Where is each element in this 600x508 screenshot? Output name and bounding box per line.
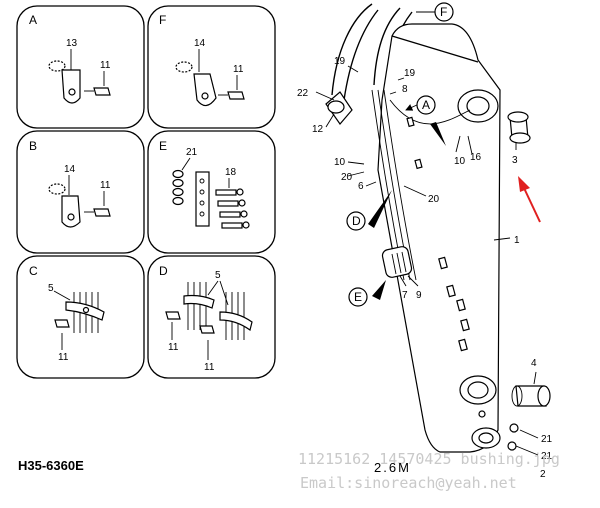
part-number: 11 <box>233 64 244 75</box>
part-number: 11 <box>100 60 111 71</box>
svg-text:10: 10 <box>454 156 466 167</box>
bushing-upper <box>507 111 531 144</box>
svg-text:A: A <box>422 98 430 112</box>
part-number: 5 <box>215 270 221 281</box>
panel-letter: F <box>159 13 166 27</box>
detail-panel-a: A 13 11 <box>16 5 145 129</box>
svg-text:1: 1 <box>514 235 520 246</box>
svg-text:4: 4 <box>531 358 537 369</box>
callout-d: D <box>346 211 366 231</box>
svg-text:20: 20 <box>341 172 353 183</box>
callout-f: F <box>434 2 454 22</box>
dimension-label: 2.6M <box>374 460 411 475</box>
callout-a: A <box>416 95 436 115</box>
part-number: 18 <box>225 167 237 178</box>
svg-text:3: 3 <box>512 155 518 166</box>
boom-assembly <box>325 3 551 453</box>
svg-text:7: 7 <box>402 290 408 301</box>
detail-panel-b: B 14 11 <box>16 130 145 254</box>
part-number: 11 <box>204 362 215 373</box>
panel-letter: D <box>159 264 168 278</box>
panel-letter: B <box>29 139 37 153</box>
svg-text:21: 21 <box>541 451 553 462</box>
svg-text:21: 21 <box>541 434 553 445</box>
panel-letter: E <box>159 139 167 153</box>
svg-text:D: D <box>352 214 361 228</box>
svg-text:E: E <box>354 290 362 304</box>
part-number: 21 <box>186 147 198 158</box>
part-number: 11 <box>168 342 179 353</box>
svg-text:22: 22 <box>297 88 309 99</box>
watermark-filename: 11215162 14570425 bushing.jpg <box>298 450 560 468</box>
part-number: 14 <box>194 38 206 49</box>
highlight-arrow <box>518 176 541 223</box>
svg-text:20: 20 <box>428 194 440 205</box>
watermark-email: Email:sinoreach@yeah.net <box>300 474 517 492</box>
detail-panel-e: E 21 18 <box>147 130 276 254</box>
detail-panel-f: F 14 11 <box>147 5 276 129</box>
svg-text:19: 19 <box>334 56 346 67</box>
part-number-labels: 22 12 19 19 8 10 10 20 20 6 7 9 1 3 16 4… <box>297 56 553 480</box>
svg-text:9: 9 <box>416 290 422 301</box>
panel-letter: C <box>29 264 38 278</box>
part-number: 11 <box>58 352 69 363</box>
svg-text:16: 16 <box>470 152 482 163</box>
svg-text:10: 10 <box>334 157 346 168</box>
part-number: 11 <box>100 180 111 191</box>
svg-text:2: 2 <box>540 469 546 480</box>
bushing-lower <box>511 385 551 407</box>
svg-text:6: 6 <box>358 181 364 192</box>
svg-text:8: 8 <box>402 84 408 95</box>
detail-panel-c: C 5 11 <box>16 255 145 379</box>
svg-text:12: 12 <box>312 124 324 135</box>
detail-panel-d: D 5 11 11 <box>147 255 276 379</box>
part-number: 13 <box>66 38 78 49</box>
svg-text:19: 19 <box>404 68 416 79</box>
part-number: 5 <box>48 283 54 294</box>
drawing-code: H35-6360E <box>18 458 84 473</box>
svg-text:F: F <box>440 5 447 19</box>
part-number: 14 <box>64 164 76 175</box>
callout-e: E <box>348 287 368 307</box>
panel-letter: A <box>29 13 37 27</box>
leader-lines <box>315 11 539 456</box>
